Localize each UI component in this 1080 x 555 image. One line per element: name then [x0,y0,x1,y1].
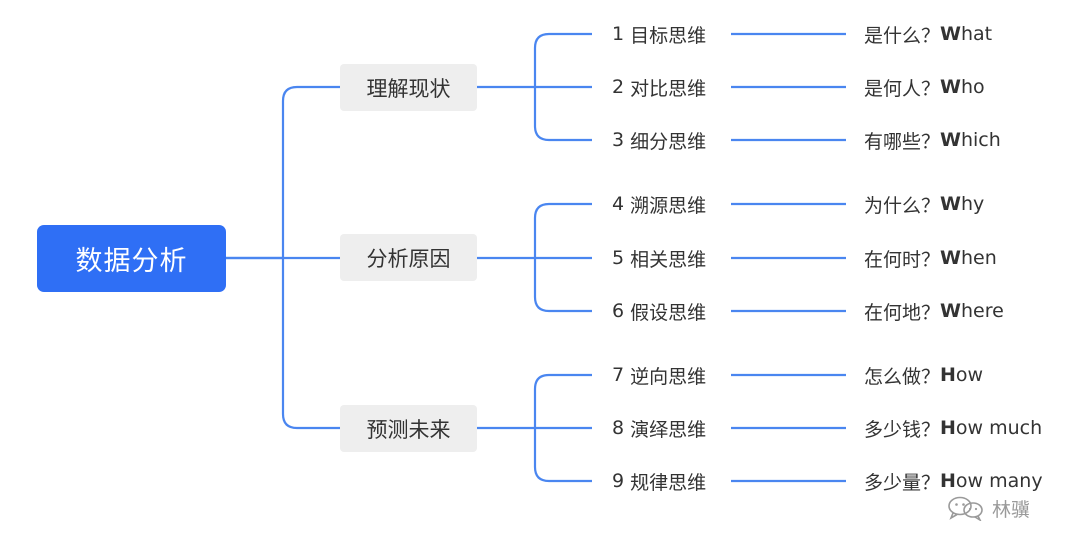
question-text: 有哪些？ [864,130,941,153]
leaf-node-8[interactable]: 8 演绎思维 [612,413,730,443]
leaf-node-7[interactable]: 7 逆向思维 [612,360,730,390]
branch-node-label: 理解现状 [366,76,451,101]
question-text: 多少量？ [864,471,941,494]
question-initial: H [940,364,956,386]
leaf-label: 对比思维 [630,77,707,100]
question-initial: W [940,247,961,269]
leaf-label: 细分思维 [630,130,707,153]
question-word-rest: ow many [955,470,1043,492]
leaf-label: 逆向思维 [630,365,707,388]
leaf-number: 4 [612,193,625,215]
leaf-number: 9 [612,470,625,492]
connector-branch-2 [477,202,592,313]
question-text: 多少钱？ [864,418,941,441]
leaf-number: 7 [612,364,625,386]
question-initial: W [940,193,961,215]
leaf-node-9[interactable]: 9 规律思维 [612,466,730,496]
connector-root-branch-3 [281,258,340,430]
branch-node-analyze-cause[interactable]: 分析原因 [340,234,477,281]
question-text: 在何地？ [864,301,941,324]
question-word-rest: hy [960,193,985,215]
connector-branch-1 [477,32,592,142]
leaf-number: 1 [612,23,625,45]
question-word-rest: hen [960,247,997,269]
question-initial: W [940,76,961,98]
leaf-label: 相关思维 [630,248,707,271]
question-word-rest: hat [960,23,993,45]
question-word-rest: hich [960,129,1001,151]
wechat-icon [948,496,983,521]
leaf-label: 演绎思维 [630,418,707,441]
question-text: 怎么做？ [864,365,941,388]
question-text: 是什么？ [864,24,941,47]
watermark: 林骥 [946,493,1030,523]
leaf-label: 目标思维 [630,24,707,47]
leaf-node-5[interactable]: 5 相关思维 [612,243,730,273]
leaf-number: 6 [612,300,625,322]
question-word-rest: ow much [955,417,1043,439]
question-initial: H [940,417,956,439]
root-node-label: 数据分析 [75,246,188,277]
leaf-label: 规律思维 [630,471,707,494]
branch-node-label: 分析原因 [366,246,451,271]
leaf-label: 假设思维 [630,301,707,324]
leaf-label: 溯源思维 [630,194,707,217]
question-initial: W [940,23,961,45]
question-word-rest: ho [960,76,985,98]
question-initial: W [940,300,961,322]
connector-root-branch-1 [226,85,340,260]
branch-node-understand-status[interactable]: 理解现状 [340,64,477,111]
watermark-text: 林骥 [992,498,1031,521]
question-initial: H [940,470,956,492]
question-text: 在何时？ [864,248,941,271]
question-text: 为什么？ [864,194,941,217]
root-node[interactable]: 数据分析 [37,225,226,292]
leaf-node-6[interactable]: 6 假设思维 [612,296,730,326]
connector-branch-3 [477,373,592,483]
leaf-number: 3 [612,129,625,151]
question-text: 是何人？ [864,77,941,100]
question-initial: W [940,129,961,151]
branch-node-predict-future[interactable]: 预测未来 [340,405,477,452]
leaf-node-2[interactable]: 2 对比思维 [612,72,730,102]
question-word-rest: here [960,300,1004,322]
leaf-node-1[interactable]: 1 目标思维 [612,19,730,49]
leaf-node-3[interactable]: 3 细分思维 [612,125,730,155]
leaf-number: 2 [612,76,625,98]
branch-node-label: 预测未来 [366,417,451,442]
leaf-number: 5 [612,247,625,269]
leaf-number: 8 [612,417,625,439]
leaf-node-4[interactable]: 4 溯源思维 [612,189,730,219]
question-word-rest: ow [955,364,984,386]
